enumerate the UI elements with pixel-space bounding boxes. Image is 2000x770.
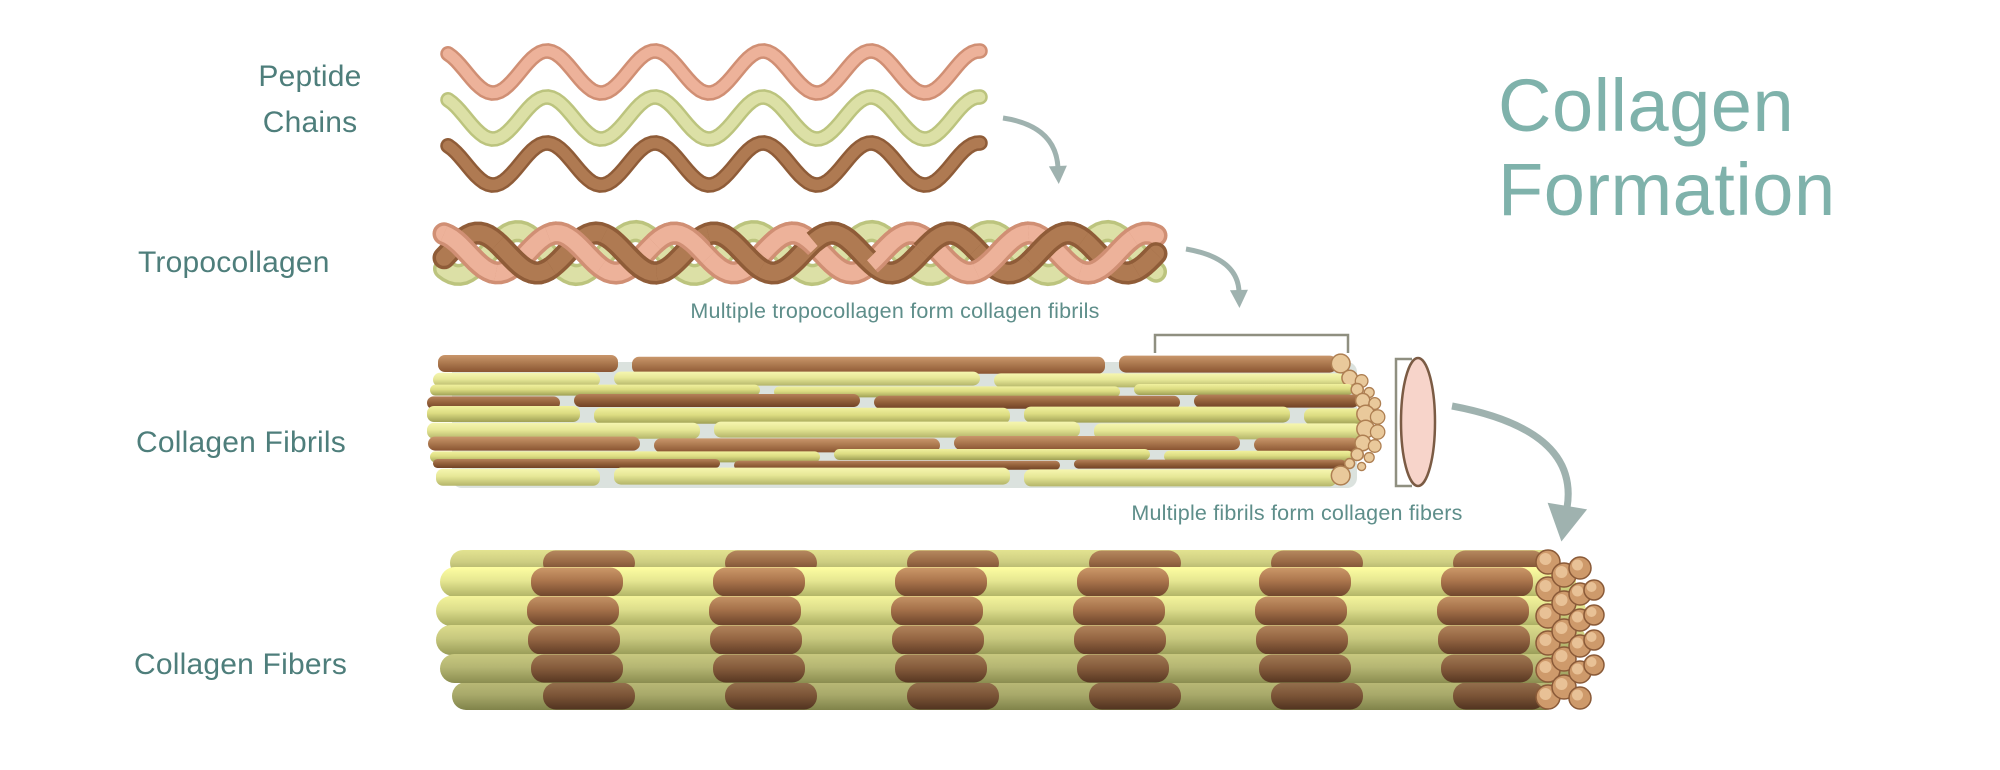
label-collagen-fibers: Collagen Fibers (134, 648, 348, 681)
tropocollagen-helix-illustration (432, 219, 1168, 287)
collagen-fibers-illustration (436, 549, 1605, 710)
arrow-tropocollagen-to-fibrils-icon (1185, 246, 1248, 308)
arrow-fibrils-to-fibers-icon (1451, 402, 1588, 542)
label-tropocollagen: Tropocollagen (138, 246, 330, 279)
label-collagen-fibrils: Collagen Fibrils (136, 426, 346, 459)
arrow-peptide-to-tropocollagen-icon (1002, 115, 1067, 184)
diagram-title-line2: Formation (1498, 148, 1836, 231)
note-fibrils: Multiple tropocollagen form collagen fib… (690, 299, 1100, 323)
collagen-fibrils-illustration (427, 353, 1386, 488)
label-peptide-chains: Peptide Chains (258, 60, 362, 139)
fibril-bundle-bracket (1153, 333, 1350, 353)
diagram-title: Collagen Formation (1498, 64, 1928, 232)
fibril-cross-section-ellipse (1394, 356, 1437, 488)
diagram-title-line1: Collagen (1498, 64, 1795, 147)
note-fibers: Multiple fibrils form collagen fibers (1131, 501, 1463, 525)
peptide-chains-illustration (440, 43, 988, 193)
